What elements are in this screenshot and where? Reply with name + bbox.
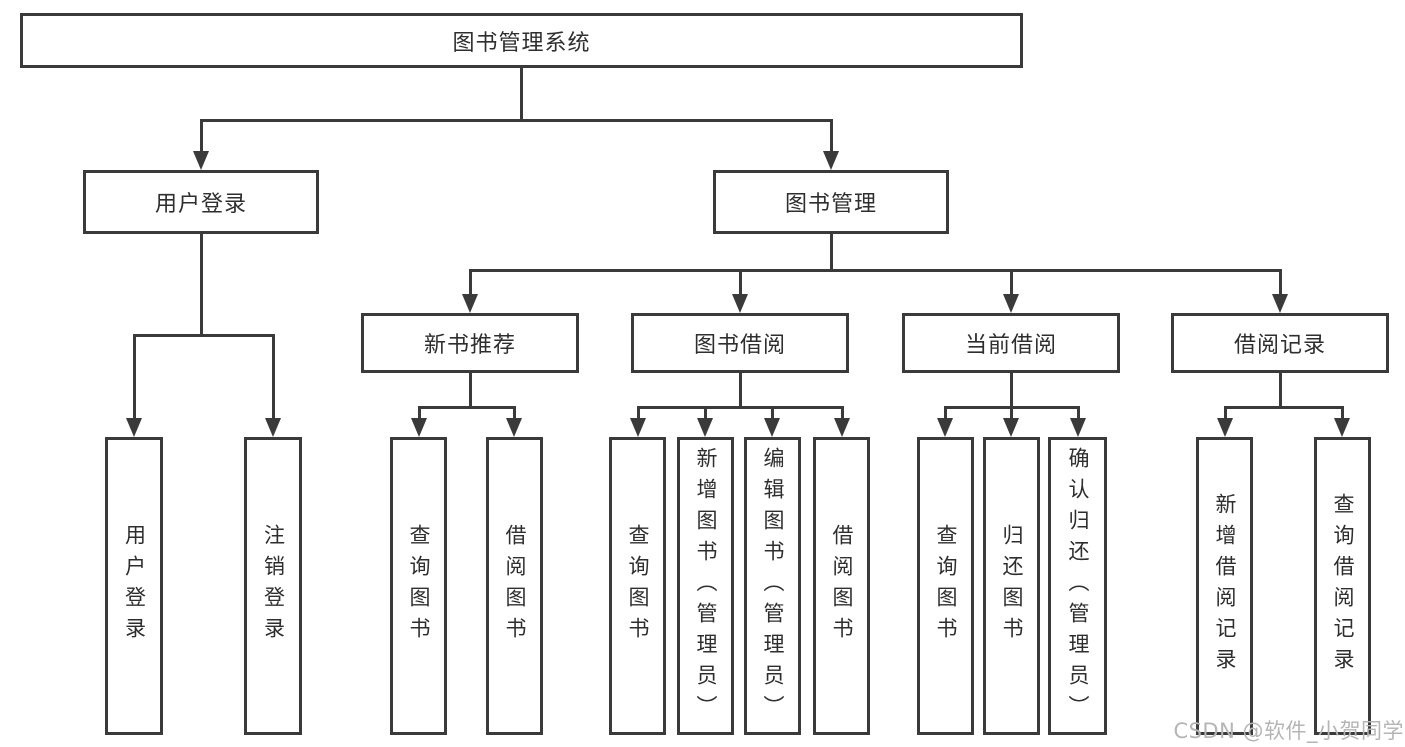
flow-line-vertical	[1009, 373, 1013, 408]
node-current-borrowing: 当前借阅	[902, 313, 1120, 373]
arrowhead-down-icon	[630, 418, 646, 437]
flow-line-horizontal	[417, 405, 516, 409]
flow-line-vertical	[519, 68, 523, 120]
leaf-logout: 注销登录	[244, 437, 302, 735]
flow-line-vertical	[703, 407, 707, 418]
arrowhead-down-icon	[1003, 294, 1019, 313]
flow-line-horizontal	[636, 405, 844, 409]
flow-line-vertical	[738, 270, 742, 294]
arrowhead-down-icon	[265, 418, 281, 437]
flow-line-vertical	[770, 407, 774, 418]
leaf-borrow-books-recommend: 借阅图书	[486, 437, 543, 735]
flow-line-vertical	[468, 373, 472, 408]
leaf-query-books-recommend: 查询图书	[390, 437, 447, 735]
flow-line-vertical	[132, 335, 136, 418]
arrowhead-down-icon	[126, 418, 142, 437]
arrowhead-down-icon	[1272, 294, 1288, 313]
arrowhead-down-icon	[193, 151, 209, 170]
flow-line-horizontal	[1223, 405, 1344, 409]
flow-line-vertical	[829, 120, 833, 151]
flow-line-horizontal	[132, 333, 275, 337]
flow-line-vertical	[1223, 407, 1227, 418]
leaf-edit-books-admin: 编辑图书（管理员）	[744, 437, 801, 735]
arrowhead-down-icon	[764, 418, 780, 437]
arrowhead-down-icon	[1070, 418, 1086, 437]
leaf-confirm-return-admin: 确认归还（管理员）	[1048, 437, 1107, 735]
leaf-add-books-admin: 新增图书（管理员）	[677, 437, 734, 735]
node-book-borrowing: 图书借阅	[631, 313, 849, 373]
flow-line-vertical	[829, 234, 833, 272]
node-user-login: 用户登录	[83, 170, 319, 234]
arrowhead-down-icon	[411, 418, 427, 437]
flow-line-vertical	[636, 407, 640, 418]
arrowhead-down-icon	[1334, 418, 1350, 437]
flow-line-vertical	[417, 407, 421, 418]
arrowhead-down-icon	[732, 294, 748, 313]
flow-line-vertical	[1278, 373, 1282, 408]
flow-line-vertical	[738, 373, 742, 408]
arrowhead-down-icon	[937, 418, 953, 437]
flow-line-vertical	[1009, 407, 1013, 418]
flow-line-vertical	[1278, 270, 1282, 294]
flow-line-vertical	[840, 407, 844, 418]
flow-line-vertical	[1340, 407, 1344, 418]
flow-line-vertical	[271, 335, 275, 418]
flow-line-vertical	[468, 270, 472, 294]
leaf-query-books-current: 查询图书	[917, 437, 974, 735]
flow-line-horizontal	[468, 268, 1282, 272]
flow-line-vertical	[199, 120, 203, 151]
leaf-add-borrow-record: 新增借阅记录	[1196, 437, 1253, 735]
arrowhead-down-icon	[506, 418, 522, 437]
arrowhead-down-icon	[834, 418, 850, 437]
arrowhead-down-icon	[823, 151, 839, 170]
arrowhead-down-icon	[462, 294, 478, 313]
flow-line-horizontal	[199, 118, 833, 122]
flow-line-vertical	[943, 407, 947, 418]
leaf-return-books: 归还图书	[983, 437, 1040, 735]
node-library-system-root: 图书管理系统	[20, 13, 1023, 68]
leaf-query-borrow-record: 查询借阅记录	[1314, 437, 1371, 735]
node-new-book-recommendation: 新书推荐	[361, 313, 579, 373]
watermark: CSDN @软件_小贺同学	[1173, 719, 1404, 743]
leaf-user-login: 用户登录	[105, 437, 163, 735]
flow-line-vertical	[512, 407, 516, 418]
flow-line-vertical	[1009, 270, 1013, 294]
node-borrowing-records: 借阅记录	[1171, 313, 1389, 373]
flow-line-vertical	[199, 234, 203, 337]
arrowhead-down-icon	[1003, 418, 1019, 437]
arrowhead-down-icon	[697, 418, 713, 437]
arrowhead-down-icon	[1217, 418, 1233, 437]
node-book-management: 图书管理	[713, 170, 949, 234]
leaf-query-books-borrow: 查询图书	[609, 437, 666, 735]
flow-line-vertical	[1076, 407, 1080, 418]
leaf-borrow-books: 借阅图书	[813, 437, 870, 735]
